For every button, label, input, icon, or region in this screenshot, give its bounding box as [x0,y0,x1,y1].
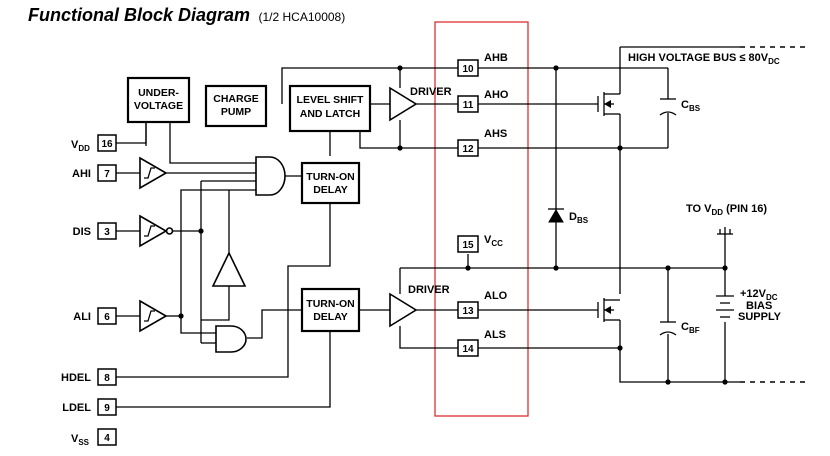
level-shift-label-line2: AND LATCH [300,108,360,120]
pin-ldel-label: LDEL [62,402,91,414]
diagram-title-block: Functional Block Diagram (1/2 HCA10008) [28,5,345,26]
bootstrap-diode: DBS [548,208,589,225]
pin-ldel-number: 9 [104,403,110,414]
pin-ahi: 7 AHI [72,164,117,182]
pin-ahb-label: AHB [484,52,508,64]
pin-vdd-label: VDD [71,139,90,153]
bias-label: BIAS [746,300,772,312]
schmitt-buffer-ahi [139,156,168,190]
bias-battery [716,295,734,318]
pin-alo-number: 13 [462,306,474,317]
pin-ahb: 10 AHB [457,52,508,77]
pin-vcc-label: VCC [484,234,503,248]
cbf-label: CBF [681,321,700,335]
pin-aho: 11 AHO [457,89,509,113]
turn-on-delay-low-line2: DELAY [313,311,348,323]
turn-on-delay-high-block: TURN-ON DELAY [300,161,361,205]
pin-ahs: 12 AHS [457,128,507,157]
high-side-mosfet [597,92,620,116]
wiring [116,46,740,408]
pin-hdel-label: HDEL [61,372,91,384]
undervoltage-label-line1: UNDER- [138,87,179,99]
junction-dots [178,65,728,385]
charge-pump-block: CHARGE PUMP [204,84,268,128]
pin-vss: 4 VSS [71,428,117,447]
undervoltage-label-line2: VOLTAGE [134,100,183,112]
schmitt-buffer-dis [139,214,174,248]
diagram-subtitle: (1/2 HCA10008) [258,10,346,24]
pin-ldel: 9 LDEL [62,398,117,416]
dbs-label: DBS [569,211,589,225]
pin-dis-label: DIS [73,226,91,238]
pin-vdd: 16 VDD [71,134,117,153]
pin-ali: 6 ALI [73,307,117,325]
schmitt-buffer-ali [139,299,168,333]
low-side-driver [389,292,418,328]
feedback-buffer [211,251,247,287]
cbs-label: CBS [681,99,701,113]
bias-capacitor: CBF [659,321,700,336]
bootstrap-capacitor: CBS [659,98,701,116]
pin-aho-number: 11 [463,100,474,111]
pin-vss-label: VSS [71,433,90,447]
pin-vcc: 15 VCC [457,234,503,253]
pin-ali-number: 6 [104,312,110,323]
undervoltage-block: UNDER- VOLTAGE [126,76,191,124]
turn-on-delay-high-line2: DELAY [313,184,348,196]
turn-on-delay-high-line1: TURN-ON [306,171,354,183]
pin-alo: 13 ALO [457,290,508,319]
pin-hdel: 8 HDEL [61,368,117,386]
and-gate-low [215,325,247,353]
turn-on-delay-low-block: TURN-ON DELAY [300,287,361,333]
chip-boundary [434,21,529,417]
pin-aho-label: AHO [484,89,509,101]
pin-dis: 3 DIS [73,222,117,240]
pin-alo-label: ALO [484,290,508,302]
and-gate-high [255,156,286,196]
pin-als: 14 ALS [457,329,506,357]
level-shift-label-line1: LEVEL SHIFT [297,94,364,106]
charge-pump-label-line2: PUMP [221,106,251,118]
high-side-driver [389,86,418,122]
pin-dis-number: 3 [104,227,110,238]
diagram-title: Functional Block Diagram [28,5,251,25]
driver-label-high: DRIVER [410,86,452,98]
to-vdd-label: TO VDD (PIN 16) [686,203,767,217]
pin-vcc-number: 15 [462,240,474,251]
pin-ahi-label: AHI [72,168,91,180]
turn-on-delay-low-line1: TURN-ON [306,298,354,310]
high-voltage-bus-label: HIGH VOLTAGE BUS ≤ 80VDC [628,52,780,66]
vdd-arrow-icon [717,227,733,235]
bias-voltage-label: +12VDC [740,288,778,302]
pin-vdd-number: 16 [101,139,113,150]
pin-als-number: 14 [462,344,474,355]
pin-als-label: ALS [484,329,506,341]
pin-ahi-number: 7 [104,169,110,180]
pin-ali-label: ALI [73,311,91,323]
supply-label: SUPPLY [738,311,782,323]
pin-ahb-number: 10 [462,64,474,75]
pin-ahs-label: AHS [484,128,507,140]
level-shift-block: LEVEL SHIFT AND LATCH [288,84,372,133]
low-side-mosfet [597,298,620,322]
pin-vss-number: 4 [104,433,110,444]
charge-pump-label-line1: CHARGE [213,93,259,105]
driver-label-low: DRIVER [408,284,450,296]
pin-ahs-number: 12 [462,144,474,155]
pin-hdel-number: 8 [104,373,110,384]
